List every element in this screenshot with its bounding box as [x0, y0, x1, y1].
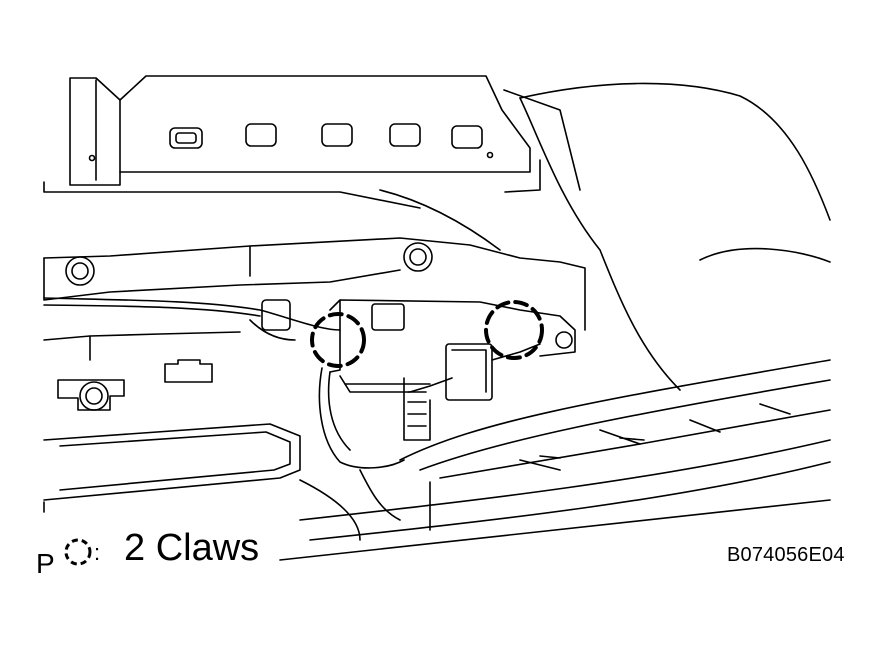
lower-tray: [43, 359, 831, 561]
claw-marker-left: [310, 312, 366, 368]
wire-harness: [43, 297, 576, 469]
mounting-bar: [43, 237, 586, 411]
claw-marker-right: [484, 300, 544, 360]
upper-bracket-panel: [43, 75, 581, 209]
legend-separator: :: [94, 540, 100, 565]
dashed-circle-icon: :: [64, 538, 100, 566]
reference-code: B074056E04: [727, 544, 845, 566]
claw-indicators: [310, 300, 544, 368]
legend-prefix: P: [36, 548, 55, 579]
legend-text: 2 Claws: [124, 527, 260, 569]
cover-sheet: [379, 82, 831, 391]
